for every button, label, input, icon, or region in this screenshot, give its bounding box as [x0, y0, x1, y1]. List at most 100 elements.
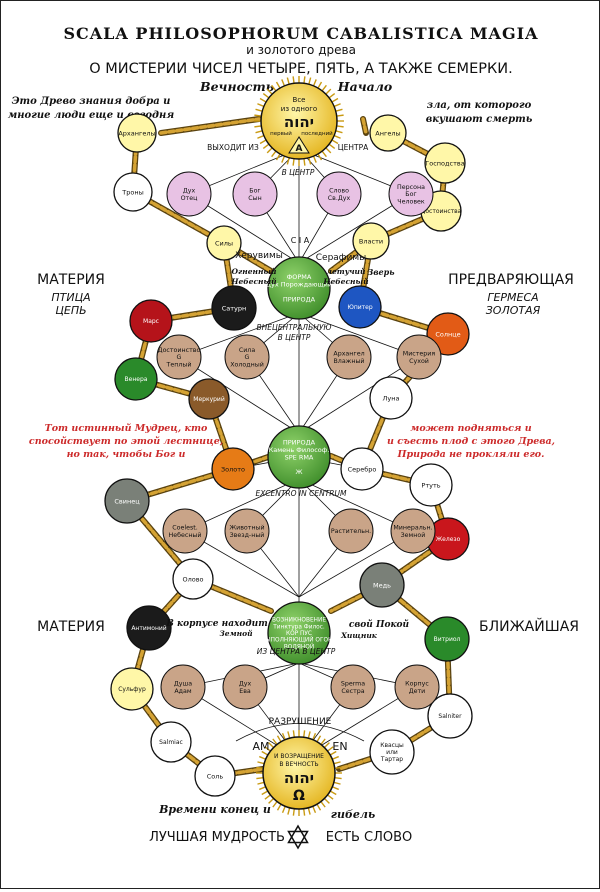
seal-text: из одного: [281, 105, 317, 113]
node-text: Дух Порождающий: [266, 281, 332, 289]
node-silver: Серебро: [340, 447, 384, 491]
node-text: Ангелы: [375, 129, 400, 137]
node-tin: Олово: [172, 558, 214, 600]
node-quicksilver: Ртуть: [409, 463, 453, 507]
quote-mid-left-2: спосойствует по этой лестнице,: [29, 436, 223, 447]
node-text: Дух: [183, 188, 196, 195]
cherubim-label: Херувимы: [235, 251, 283, 261]
band-left: ВЫХОДИТ ИЗ: [207, 143, 259, 152]
subtitle-1: и золотого древа: [246, 43, 356, 57]
node-text: Троны: [121, 188, 143, 196]
node-text: Дух: [239, 681, 252, 688]
star-of-david-icon: [287, 824, 309, 850]
node-authorities: Власти: [352, 222, 390, 260]
node-text: Олово: [182, 575, 203, 583]
node-text: Сульфур: [118, 686, 146, 693]
node-powers: Силы: [206, 225, 242, 261]
node-text: ПРИРОДА: [283, 438, 316, 446]
node-text: ВОЗНИКНОВЕНИЕ: [272, 618, 326, 624]
node-text: SPE RMA: [285, 453, 314, 461]
destruction-arc: [235, 723, 365, 742]
seal-text: последний: [301, 130, 333, 137]
spirit-right-2: Небесный: [322, 277, 369, 286]
node-text: Соль: [207, 772, 224, 780]
node-venus: Венера: [114, 357, 158, 401]
node-vitriol: Витриол: [424, 616, 470, 662]
tetragrammaton-icon: יהוה: [284, 769, 314, 787]
forma-sub-1: ВНЕЦЕНТРАЛЬНУЮ: [256, 323, 331, 332]
quote-mid-left-1: Тот истинный Мудрец, кто: [45, 423, 208, 434]
node-text: Меркурий: [193, 396, 225, 403]
seal-text: Все: [293, 96, 306, 104]
node-text: Ртуть: [421, 481, 440, 489]
node-text: Луна: [383, 394, 400, 402]
title: SCALA PHILOSOPHORUM CABALISTICA MAGIA: [63, 24, 538, 43]
chain-link: [158, 116, 262, 136]
quote-top-left-2: многие люди еще и сегодня: [8, 110, 175, 121]
node-text: Животный: [229, 524, 264, 532]
seal-text: В ВЕЧНОСТЬ: [279, 761, 318, 768]
node-text: Свинец: [114, 497, 140, 505]
node-text: Бог: [405, 191, 416, 198]
side-right-1-sub-1: ГЕРМЕСА: [487, 291, 538, 304]
node-text: Сын: [248, 195, 262, 202]
node-thrones: Троны: [113, 172, 153, 212]
node-row3-4: Минеральн.Земной: [390, 508, 436, 554]
node-text: Силы: [215, 239, 233, 247]
node-text: КОР ПУС: [286, 631, 312, 637]
node-text: Душа: [174, 681, 192, 688]
node-text: Достоинства: [421, 208, 462, 215]
seraphim-label: Серафимы: [316, 253, 367, 263]
quote-mid-right-1: может подняться и: [410, 423, 531, 434]
node-salmiac: Salmiac: [150, 721, 192, 763]
amen-left: AM: [252, 740, 269, 753]
band-center: В ЦЕНТР: [282, 168, 315, 177]
beast-label: Зверь: [368, 267, 395, 277]
quote-mid-right-3: Природа не прокляли его.: [397, 449, 545, 460]
node-text: Антимоний: [131, 625, 166, 632]
node-text: Ж: [295, 468, 302, 476]
node-copper: Медь: [359, 562, 405, 608]
node-text: Солнце: [435, 330, 460, 338]
footer-left: ЛУЧШАЯ МУДРОСТЬ: [149, 830, 285, 845]
node-row3-1: Coelest.Небесный: [162, 508, 208, 554]
node-text: Salniter: [438, 713, 462, 720]
connector-line: [178, 356, 300, 434]
earthly-left: Земной: [219, 629, 253, 638]
node-text: ВОДЯНОЙ: [284, 643, 314, 650]
node-text: Человек: [397, 198, 425, 205]
node-text: Мистерия: [403, 351, 436, 358]
chain-link: [360, 116, 369, 136]
node-text: Достоинство: [158, 347, 201, 354]
text-left-2a: В корпусе находит: [165, 619, 267, 629]
earthly-right: Хищник: [340, 631, 378, 640]
node-text: Небесный: [168, 531, 201, 539]
side-left-1: МАТЕРИЯ: [37, 272, 105, 288]
node-text: Бог: [249, 188, 260, 195]
node-text: Господства: [425, 159, 464, 167]
triangle-icon: [288, 136, 310, 154]
node-archangels: Архангелы: [117, 113, 157, 153]
side-right-2: БЛИЖАЙШАЯ: [479, 617, 579, 635]
node-text: Ева: [239, 688, 251, 695]
node-saturn: Сатурн: [211, 285, 257, 331]
node-text: Дети: [409, 688, 426, 695]
node-text: Архангел: [333, 351, 364, 358]
node-text: Тартар: [380, 756, 403, 763]
seal-text: первый: [270, 130, 292, 137]
node-text: или: [386, 749, 398, 756]
node-mars: Марс: [129, 299, 173, 343]
node-mercury: Меркурий: [188, 378, 230, 420]
forma-sub-2: В ЦЕНТР: [278, 333, 311, 342]
node-lead: Свинец: [104, 478, 150, 524]
